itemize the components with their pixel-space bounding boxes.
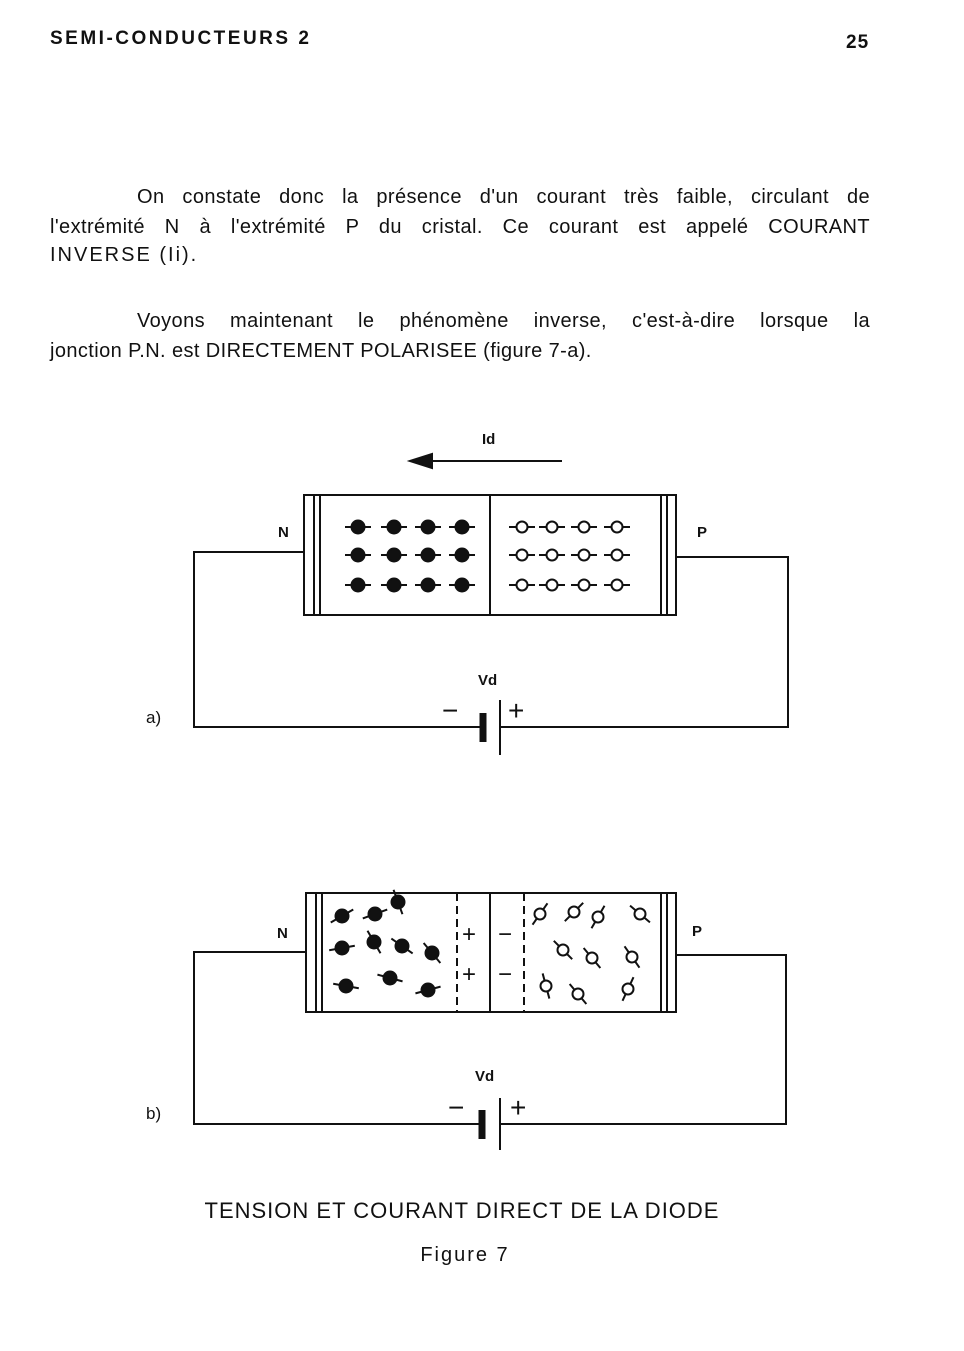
junction-plus-1: + xyxy=(462,921,476,948)
wire-right xyxy=(500,556,789,728)
hole xyxy=(577,578,591,592)
paragraph-2-line-2: jonction P.N. est DIRECTEMENT POLARISEE … xyxy=(50,340,592,362)
figure-a xyxy=(193,452,789,755)
figure-a-label: a) xyxy=(146,708,161,727)
plus-sign: + xyxy=(508,695,524,726)
electron xyxy=(454,547,470,563)
n-label: N xyxy=(278,524,289,541)
junction-minus-1: − xyxy=(498,921,512,948)
figure-b-label: b) xyxy=(146,1104,161,1123)
wire-right xyxy=(500,954,787,1125)
running-header: SEMI-CONDUCTEURS 2 xyxy=(50,28,312,49)
page-number: 25 xyxy=(846,32,870,53)
hole xyxy=(591,910,605,924)
electron xyxy=(420,519,436,535)
hole xyxy=(577,520,591,534)
hole xyxy=(567,905,581,919)
paragraph-1-line-2: l'extrémité N à l'extrémité P du cristal… xyxy=(50,216,870,238)
hole xyxy=(610,578,624,592)
electron xyxy=(386,577,402,593)
hole xyxy=(533,907,547,921)
carriers-a xyxy=(345,519,630,593)
electron xyxy=(390,894,406,910)
electron xyxy=(454,577,470,593)
hole xyxy=(577,548,591,562)
voltage-label: Vd xyxy=(475,1068,494,1085)
p-label: P xyxy=(692,923,702,940)
voltage-label: Vd xyxy=(478,672,497,689)
hole xyxy=(539,979,553,993)
plus-sign: + xyxy=(510,1092,526,1123)
hole xyxy=(621,982,635,996)
electron xyxy=(420,982,436,998)
electron xyxy=(334,908,350,924)
current-arrow-head xyxy=(406,452,433,470)
hole xyxy=(515,520,529,534)
figure-number: Figure 7 xyxy=(420,1244,510,1266)
junction-minus-2: − xyxy=(498,961,512,988)
n-label: N xyxy=(277,925,288,942)
hole xyxy=(633,907,647,921)
electron xyxy=(334,940,350,956)
electron xyxy=(420,547,436,563)
hole xyxy=(556,943,570,957)
hole xyxy=(610,520,624,534)
hole xyxy=(545,578,559,592)
hole xyxy=(571,987,585,1001)
carriers-b xyxy=(329,889,651,1005)
electron xyxy=(350,547,366,563)
wire-left xyxy=(193,951,482,1125)
paragraph-2-line-1: Voyons maintenant le phénomène inverse, … xyxy=(137,310,870,332)
electron xyxy=(386,519,402,535)
figure-b xyxy=(193,889,787,1150)
electron xyxy=(424,945,440,961)
hole xyxy=(625,950,639,964)
electron xyxy=(366,934,382,950)
electron xyxy=(350,577,366,593)
electron xyxy=(394,938,410,954)
electron xyxy=(350,519,366,535)
figure-caption: TENSION ET COURANT DIRECT DE LA DIODE xyxy=(204,1198,720,1223)
electron xyxy=(338,978,354,994)
current-label: Id xyxy=(482,431,495,448)
junction-plus-2: + xyxy=(462,961,476,988)
electron xyxy=(454,519,470,535)
hole xyxy=(545,548,559,562)
hole xyxy=(515,578,529,592)
paragraph-1-line-3: INVERSE (Ii). xyxy=(50,244,199,266)
minus-sign: − xyxy=(448,1092,464,1123)
electron xyxy=(420,577,436,593)
minus-sign: − xyxy=(442,695,458,726)
hole xyxy=(585,951,599,965)
hole xyxy=(515,548,529,562)
electron xyxy=(386,547,402,563)
hole xyxy=(545,520,559,534)
wire-left xyxy=(193,551,483,728)
p-label: P xyxy=(697,524,707,541)
hole xyxy=(610,548,624,562)
paragraph-1-line-1: On constate donc la présence d'un couran… xyxy=(137,186,870,208)
electron xyxy=(382,970,398,986)
electron xyxy=(367,906,383,922)
